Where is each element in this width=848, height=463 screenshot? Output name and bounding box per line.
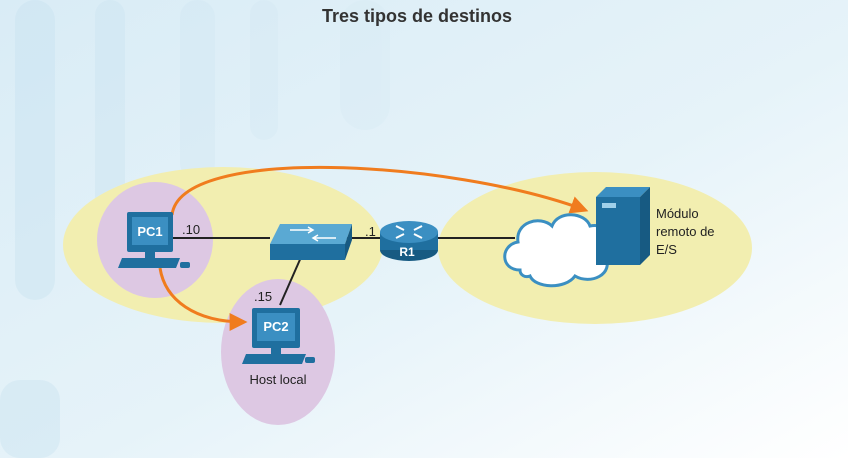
page-title: Tres tipos de destinos bbox=[322, 6, 512, 26]
pc2-address: .15 bbox=[254, 289, 272, 304]
background-stripes bbox=[0, 0, 390, 458]
server-caption-line-2: remoto de bbox=[656, 224, 715, 239]
server-caption: Módulo remoto de E/S bbox=[656, 206, 718, 257]
server-caption-line-3: E/S bbox=[656, 242, 677, 257]
switch-icon[interactable] bbox=[270, 224, 352, 260]
pc1-address: .10 bbox=[182, 222, 200, 237]
server-caption-line-1: Módulo bbox=[656, 206, 699, 221]
pc2-caption: Host local bbox=[249, 372, 306, 387]
router-address: .1 bbox=[365, 224, 376, 239]
router-label: R1 bbox=[399, 245, 415, 259]
pc1-computer-icon[interactable] bbox=[118, 212, 190, 268]
local-destination-arrow bbox=[158, 267, 248, 331]
link-switch-pc2 bbox=[279, 254, 303, 306]
remote-destination-arrow bbox=[170, 165, 589, 216]
pc1-label: PC1 bbox=[137, 224, 162, 239]
router-icon[interactable] bbox=[380, 221, 438, 261]
server-icon[interactable] bbox=[596, 187, 650, 265]
pc2-computer-icon[interactable] bbox=[242, 308, 315, 364]
pc2-label: PC2 bbox=[263, 319, 288, 334]
